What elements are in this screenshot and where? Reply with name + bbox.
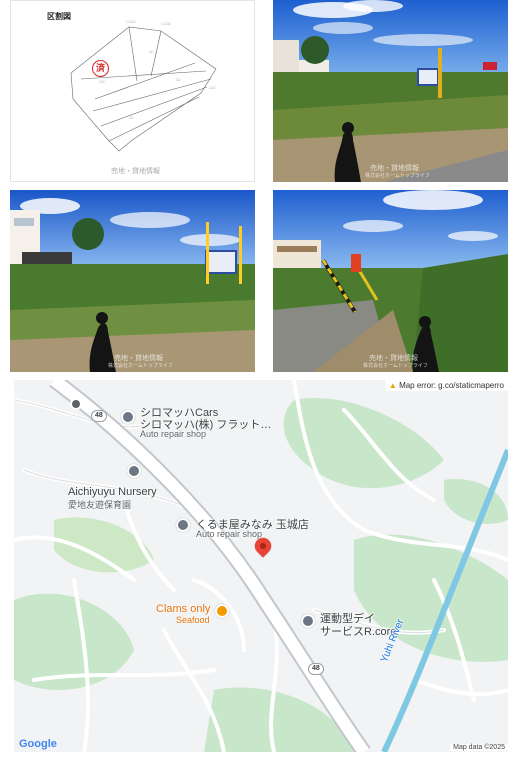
poi-label-nursery[interactable]: Aichiyuyu Nursery bbox=[68, 486, 157, 498]
lot-photo-4-watermark: 売地・貸地情報 bbox=[369, 355, 418, 362]
poi-pin-day-service[interactable] bbox=[301, 614, 315, 628]
svg-text:□ □□□: □ □□□ bbox=[126, 20, 136, 24]
svg-text:□ □□□: □ □□□ bbox=[161, 22, 171, 26]
sold-stamp: 済 bbox=[92, 60, 109, 77]
bus-stop-icon bbox=[70, 398, 82, 410]
map-error-text: Map error: g.co/staticmaperro bbox=[399, 381, 504, 390]
lot-photo-2-watermark: 売地・貸地情報 bbox=[370, 165, 419, 172]
lot-photo-2[interactable]: 売地・貸地情報 株式会社ホームトップライフ bbox=[273, 0, 508, 182]
route-48-shield-2: 48 bbox=[308, 663, 324, 675]
lot-photo-3-watermark: 売地・貸地情報 bbox=[114, 355, 163, 362]
map-error-banner: ▲ Map error: g.co/staticmaperro bbox=[384, 380, 508, 391]
location-map[interactable]: ▲ Map error: g.co/staticmaperro 48 48 シロ… bbox=[14, 380, 508, 752]
lot-photo-2-scene bbox=[273, 0, 508, 182]
poi-label-clams-only[interactable]: Clams only bbox=[156, 603, 211, 615]
lot-photo-2-watermark-small: 株式会社ホームトップライフ bbox=[365, 173, 430, 179]
poi-sub-auto-repair-1: Auto repair shop bbox=[140, 429, 207, 439]
svg-text:□□□: □□□ bbox=[209, 86, 216, 90]
map-canvas bbox=[14, 380, 508, 752]
svg-text:□□: □□ bbox=[129, 116, 134, 120]
svg-text:□□: □□ bbox=[149, 50, 154, 54]
warning-icon: ▲ bbox=[388, 381, 397, 390]
lot-photo-3-scene bbox=[10, 190, 255, 372]
lot-photo-3[interactable]: 売地・貸地情報 株式会社ホームトップライフ bbox=[10, 190, 255, 372]
poi-label-kurumaya-minami[interactable]: くるま屋みなみ 玉城店 bbox=[196, 519, 309, 531]
poi-sub-auto-repair-2: Auto repair shop bbox=[196, 529, 263, 539]
poi-pin-auto-repair-2[interactable] bbox=[176, 518, 190, 532]
svg-text:□□□: □□□ bbox=[99, 80, 106, 84]
restaurant-pin[interactable] bbox=[215, 604, 229, 618]
poi-sub-seafood: Seafood bbox=[176, 615, 210, 625]
svg-text:□□: □□ bbox=[176, 78, 181, 82]
plan-title: 区割図 bbox=[47, 12, 71, 21]
plan-drawing: □ □□□ □ □□□ □□ □□□ □□ □□ □□□ bbox=[70, 20, 217, 152]
poi-label-shiromahha-flat: シロマッハ(株) フラット… bbox=[140, 419, 272, 431]
poi-label-day-service[interactable]: 運動型デイ bbox=[320, 613, 375, 625]
poi-label-nursery-jp: 愛地友遊保育園 bbox=[68, 500, 132, 510]
marker-dot bbox=[258, 541, 268, 551]
school-pin[interactable] bbox=[127, 464, 141, 478]
lot-photo-4-scene bbox=[273, 190, 508, 372]
poi-label-day-service-2: サービスR.core bbox=[320, 626, 397, 638]
poi-pin-auto-repair-1[interactable] bbox=[121, 410, 135, 424]
poi-label-shiromahha-cars[interactable]: シロマッハCars bbox=[140, 407, 219, 419]
lot-plan-image[interactable]: 区割図 □ □□□ □ □□□ □□ □□□ □□ □□ □□□ 済 売地・貸地… bbox=[10, 0, 255, 182]
google-logo: Google bbox=[19, 738, 57, 750]
sold-mark-text: 済 bbox=[95, 63, 105, 73]
map-attribution: Map data ©2025 bbox=[450, 744, 508, 751]
lot-photo-4-watermark-small: 株式会社ホームトップライフ bbox=[363, 363, 428, 369]
plan-watermark: 売地・貸地情報 bbox=[111, 168, 160, 175]
lot-photo-3-watermark-small: 株式会社ホームトップライフ bbox=[108, 363, 173, 369]
route-48-shield: 48 bbox=[91, 410, 107, 422]
lot-photo-4[interactable]: 売地・貸地情報 株式会社ホームトップライフ bbox=[273, 190, 508, 372]
